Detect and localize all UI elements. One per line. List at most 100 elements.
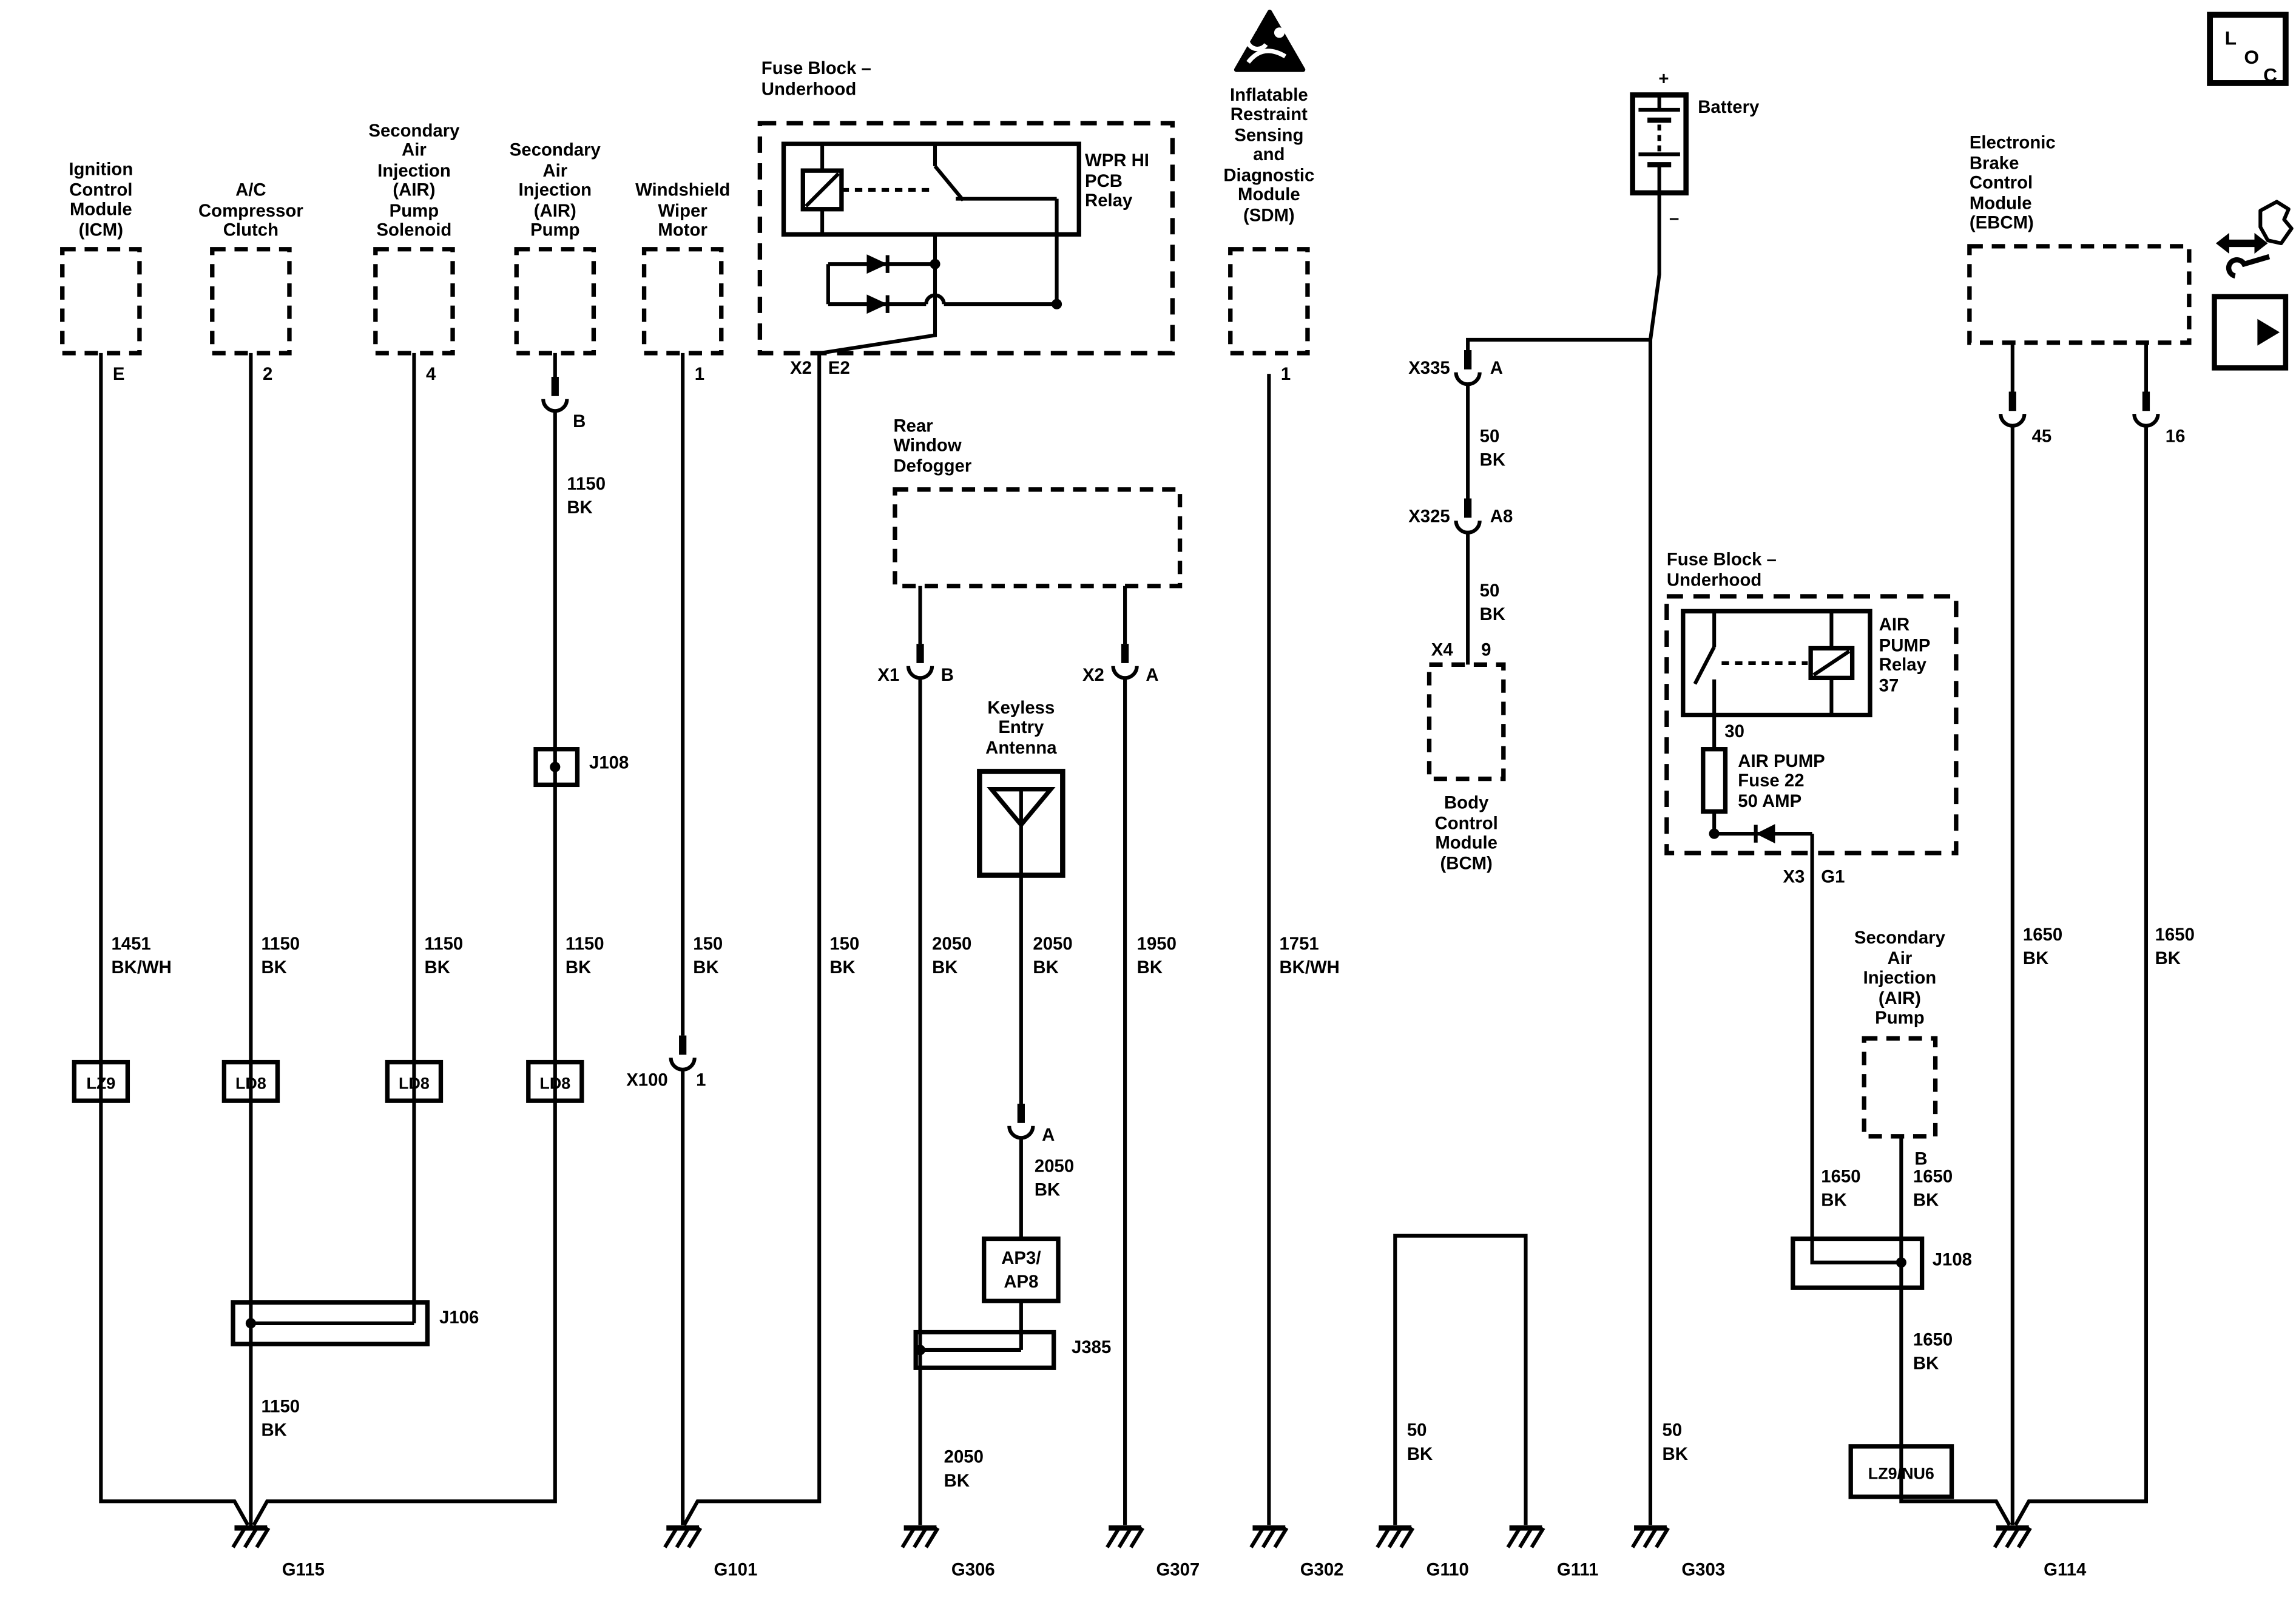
option-ld8: LD8 [539,1075,570,1093]
ground-label-g110: G110 [1427,1560,1469,1580]
bcm-label: Module [1435,833,1497,853]
fuse-block-right-conn: X3 [1783,867,1805,887]
wire-label: BK [1480,604,1505,624]
option-ap3-ap8: AP3/ [1001,1248,1041,1268]
wire-label: BK [1663,1444,1688,1464]
defogger-label: Window [894,435,962,455]
ground-symbol-g114 [1993,1525,2032,1548]
wire-pump-right-b-to-g114 [1899,1136,2011,1526]
pump-right-pin: B [1914,1149,1927,1169]
wire-label: 150 [693,934,723,954]
pump-left-label: Air [542,161,567,181]
air-pump-fuse-label: AIR PUMP [1738,751,1825,771]
loc-box [2207,12,2289,86]
battery-minus: – [1669,208,1679,228]
splice-j108-right [1791,1236,1925,1290]
ebcm-label: Control [1970,173,2033,193]
wpr-relay-outline [781,141,1081,237]
bcm-label: Body [1444,793,1489,813]
ground-symbol-g303 [1631,1525,1670,1548]
wire-label: BK [693,957,718,977]
solenoid-label: Solenoid [377,220,452,240]
wire-label: BK [932,957,957,977]
sdm-label: Diagnostic [1223,165,1314,185]
wire-label: BK [1913,1190,1939,1210]
ebcm-label: Brake [1970,154,2019,174]
air-pump-relay-label: 37 [1879,675,1899,695]
splice-j385 [913,1329,1056,1370]
wire-label: BK [2155,948,2181,968]
wire-label: 50 [1480,581,1500,601]
ground-symbol-g307 [1106,1525,1145,1548]
wpr-relay-label: Relay [1085,191,1133,211]
diode-icon-2 [866,294,890,314]
wire-label: 1150 [566,934,604,954]
fuse-block-right-pin: G1 [1821,867,1845,887]
fuse-icon [1701,747,1728,834]
wire-battery-minus-to-g303 [1648,192,1661,1525]
wpr-relay-label: WPR HI [1085,150,1149,170]
pump-right-label: Injection [1863,968,1937,988]
wire-label: 1751 [1279,934,1319,954]
battery-plus: + [1658,69,1669,89]
j385-label: J385 [1072,1337,1111,1357]
wire-label: BK/WH [111,957,171,977]
option-box-ld8-2 [385,1059,444,1103]
ground-label-g114: G114 [2044,1560,2087,1580]
ground-symbols [231,1525,2032,1548]
fuse-block-right [1664,594,1959,856]
fuse-block-left [757,121,1175,356]
defogger-conn-x2: X2 [1082,665,1104,685]
air-pump-right-box [1862,1036,1938,1139]
fuse-block-left-title: Fuse Block – [761,58,871,78]
connector-x100 [669,1035,697,1072]
defogger-pin-a: A [1146,665,1158,685]
battery-label: Battery [1698,97,1760,117]
air-pump-fuse-label: 50 AMP [1738,791,1801,811]
solenoid-label: Injection [377,161,451,181]
wire-label: BK [1480,450,1505,470]
loc-letter: O [2244,46,2259,68]
relay-coil-icon [1808,611,1855,715]
connector-antenna-a [1007,1104,1035,1140]
ground-symbol-g115 [231,1525,271,1548]
ac-label: Compressor [198,201,303,221]
pump-left-pin: B [573,411,586,431]
ebcm-pin-45: 45 [2032,427,2052,447]
service-wrench-arrow-icon [2215,200,2294,279]
air-pump-relay-label: AIR [1879,615,1910,635]
air-pump-relay-label: Relay [1879,655,1927,675]
wire-label: 1451 [111,934,150,954]
ground-label-g111: G111 [1557,1560,1599,1580]
pump-right-label: Secondary [1854,928,1946,948]
wire-label: 1150 [262,934,300,954]
pump-right-label: Air [1888,948,1913,968]
j108-right-label: J108 [1933,1250,1972,1270]
pump-right-label: Pump [1875,1008,1924,1028]
wire-label: BK [1913,1354,1939,1374]
wiper-label: Windshield [635,180,730,200]
fuse-block-left-conn: X2 [790,358,812,378]
ac-pin: 2 [263,364,272,384]
bcm-conn: X4 [1431,640,1454,660]
air-pump-left-box [514,247,596,356]
connector-x335 [1454,350,1482,387]
air-pump-fuse-label: Fuse 22 [1738,771,1804,791]
relay-switch-icon [841,144,1059,305]
pump-left-label: Injection [519,180,592,200]
ac-clutch-box [210,247,292,356]
pump-left-label: (AIR) [534,201,576,221]
air-pump-solenoid-box [373,247,455,356]
ac-label: A/C [235,180,266,200]
wire-label: BK [829,957,855,977]
pump-left-label: Pump [530,220,579,240]
connector-defog-x1 [906,644,934,680]
ground-symbol-g302 [1249,1525,1289,1548]
fuse-block-left-title: Underhood [761,79,856,99]
solenoid-label: Secondary [368,121,460,141]
continue-arrow-icon [2212,294,2289,371]
option-box-lz9 [72,1059,130,1103]
relay-pin-30: 30 [1724,721,1744,741]
